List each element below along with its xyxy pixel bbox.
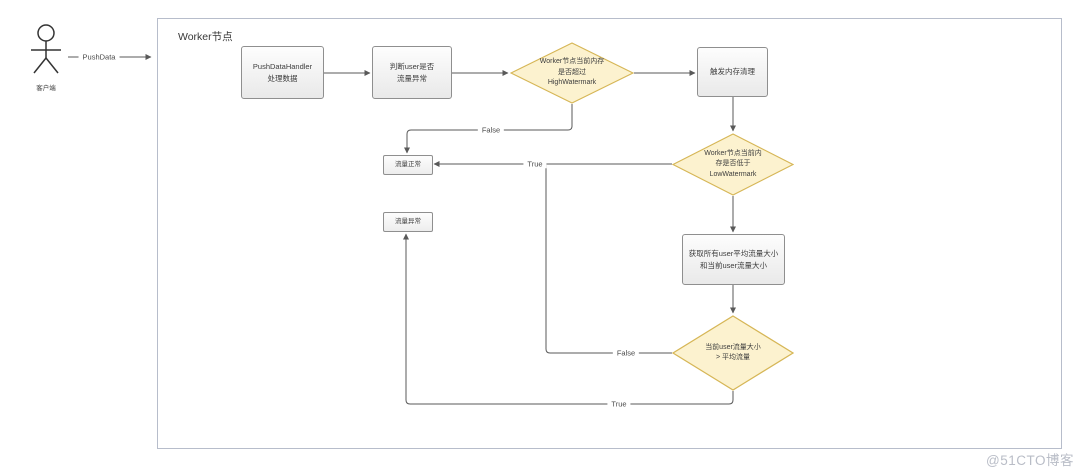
edge-label-lowwm-true: True [523,160,547,168]
edge-label-highwm-false: False [477,126,505,134]
decision-low-watermark: Worker节点当前内 存是否低于 LowWatermark [672,133,794,196]
node-traffic-abnormal: 流量异常 [383,212,433,232]
node-traffic-normal-label: 流量正常 [395,160,421,168]
node-pushdatahandler-label: PushDataHandler 处理数据 [252,61,313,83]
node-judge-user-label: 判断user是否 流量异常 [389,61,435,83]
node-trigger-cleanup-label: 触发内存清理 [710,67,755,77]
decision-compare-traffic-label: 当前user流量大小 > 平均流量 [705,343,761,362]
site-watermark: @51CTO博客 [986,453,1074,468]
diamond-shape [672,315,794,391]
decision-compare-traffic: 当前user流量大小 > 平均流量 [672,315,794,391]
edge-label-compare-false: False [612,349,640,357]
diamond-shape [672,133,794,196]
diamond-shape [510,42,634,104]
edge-label-compare-true: True [607,400,631,408]
node-judge-user: 判断user是否 流量异常 [372,46,452,99]
decision-high-watermark-label: Worker节点当前内存 是否超过 HighWatermark [539,58,605,87]
actor-label: 客户端 [36,85,56,92]
diagram-title: Worker节点 [178,31,233,43]
node-get-traffic-label: 获取所有user平均流量大小 和当前user流量大小 [688,248,779,270]
node-traffic-abnormal-label: 流量异常 [395,217,421,225]
node-traffic-normal: 流量正常 [383,155,433,175]
decision-low-watermark-label: Worker节点当前内 存是否低于 LowWatermark [704,149,762,178]
decision-high-watermark: Worker节点当前内存 是否超过 HighWatermark [510,42,634,104]
node-trigger-cleanup: 触发内存清理 [697,47,768,97]
actor-icon [31,24,61,74]
edge-label-pushdata: PushData [78,53,120,61]
node-get-traffic: 获取所有user平均流量大小 和当前user流量大小 [682,234,785,285]
node-pushdatahandler: PushDataHandler 处理数据 [241,46,324,99]
